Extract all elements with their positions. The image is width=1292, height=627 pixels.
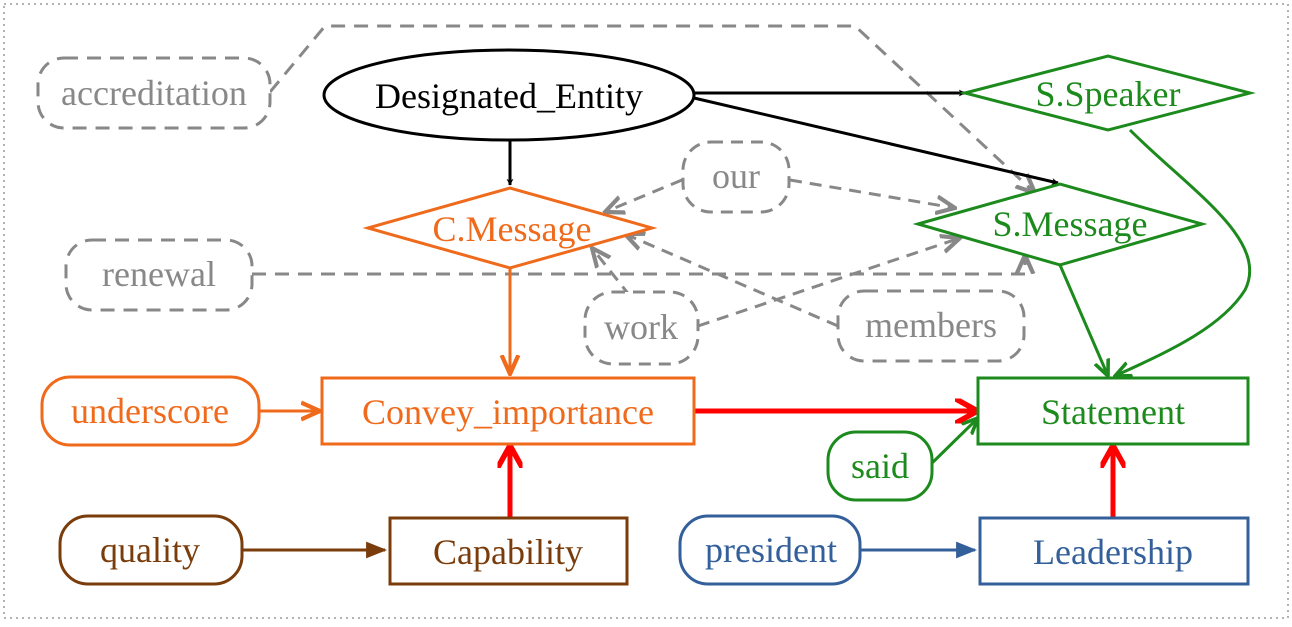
- node-underscore: underscore: [40, 375, 261, 447]
- outer-frame: [3, 3, 1289, 619]
- node-s-message: S.Message: [912, 182, 1208, 267]
- label-quality: quality: [100, 530, 200, 570]
- label-capability: Capability: [433, 532, 583, 572]
- label-underscore: underscore: [71, 391, 229, 431]
- label-s-message: S.Message: [993, 204, 1148, 244]
- label-work: work: [604, 307, 678, 347]
- label-statement: Statement: [1041, 392, 1185, 432]
- label-our: our: [712, 156, 760, 196]
- node-members: members: [836, 289, 1026, 363]
- edge-our-cmessage: [605, 178, 683, 212]
- label-accreditation: accreditation: [61, 73, 247, 113]
- node-capability: Capability: [388, 516, 629, 586]
- edge-our-smessage: [789, 178, 955, 208]
- node-s-speaker: S.Speaker: [959, 54, 1256, 132]
- label-c-message: C.Message: [433, 209, 592, 249]
- edge-renewal-smessage: [252, 255, 1025, 276]
- edge-work-cmessage: [592, 248, 632, 297]
- label-renewal: renewal: [102, 254, 216, 294]
- node-convey-importance: Convey_importance: [320, 376, 696, 446]
- node-our: our: [681, 140, 791, 214]
- edge-smessage-statement: [1058, 264, 1108, 376]
- node-renewal: renewal: [64, 238, 254, 312]
- node-president: president: [678, 514, 862, 586]
- label-said: said: [851, 446, 909, 486]
- edge-speaker-statement: [1115, 128, 1252, 376]
- node-quality: quality: [58, 514, 244, 586]
- node-designated-entity: Designated_Entity: [322, 48, 696, 142]
- edge-work-smessage: [697, 238, 960, 328]
- node-work: work: [583, 290, 700, 366]
- edge-said-statement: [928, 418, 978, 467]
- label-convey-importance: Convey_importance: [362, 392, 654, 432]
- node-said: said: [826, 430, 934, 502]
- label-president: president: [705, 530, 837, 570]
- node-c-message: C.Message: [362, 186, 658, 270]
- label-s-speaker: S.Speaker: [1036, 74, 1181, 114]
- label-leadership: Leadership: [1033, 532, 1193, 572]
- edge-designated-smessage: [693, 96, 1059, 185]
- label-designated-entity: Designated_Entity: [375, 76, 643, 116]
- label-members: members: [865, 305, 997, 345]
- node-leadership: Leadership: [978, 516, 1250, 586]
- node-accreditation: accreditation: [36, 56, 272, 130]
- edge-accreditation-smessage: [268, 24, 1035, 193]
- node-statement: Statement: [976, 376, 1250, 446]
